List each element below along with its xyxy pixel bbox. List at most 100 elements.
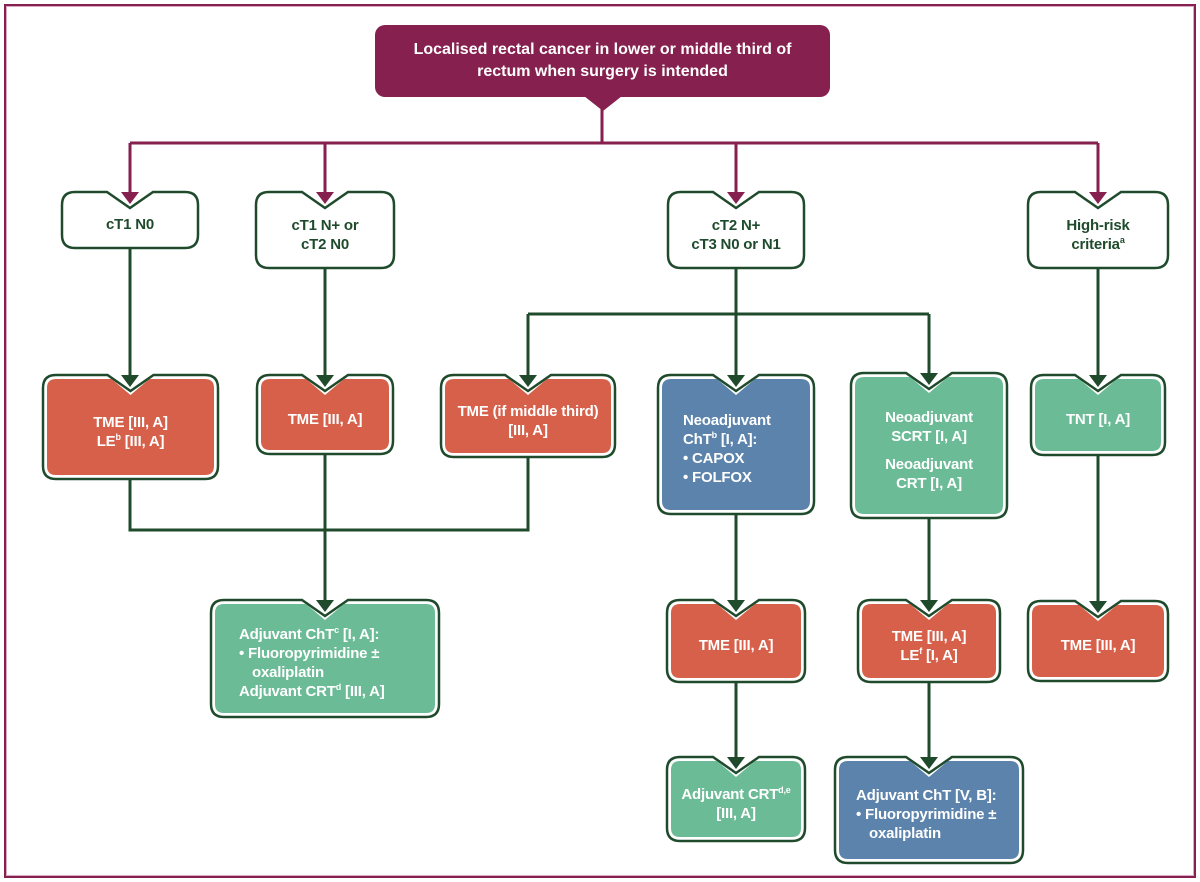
node-tme-1-box (255, 373, 395, 456)
node-line: [III, A] (508, 421, 548, 440)
title-box: Localised rectal cancer in lower or midd… (375, 25, 830, 97)
node-tme-le-label: TME [III, A]LEb [III, A] (48, 381, 213, 473)
node-adjuvant-crt-box (665, 755, 807, 843)
label-text: TME (if middle third) (457, 402, 599, 420)
label-text: cT2 N+ (711, 216, 761, 234)
footnote-marker: b (115, 431, 121, 442)
label-text: • FOLFOX (683, 469, 752, 486)
node-tme-le-2-box (856, 598, 1002, 684)
label-text: Neoadjuvant (885, 455, 973, 473)
node-tme-1-label: TME [III, A] (262, 381, 388, 448)
label-text: cT3 N0 or N1 (691, 235, 781, 253)
label-text: TNT [I, A] (1065, 411, 1131, 428)
label-text: High-risk (1066, 216, 1130, 234)
node-line: • Fluoropyrimidine ± (856, 805, 997, 824)
node-tme-le-box (41, 373, 220, 481)
label-text: TME [III, A] (287, 410, 363, 428)
label-text: criteria (1071, 235, 1120, 253)
node-line: • FOLFOX (683, 468, 752, 487)
node-neoadjuvant-scrt-crt-box (849, 371, 1009, 520)
node-line: LEb [III, A] (97, 432, 165, 451)
label-text: cT1 N+ or (291, 216, 359, 234)
node-line: SCRT [I, A] (891, 427, 967, 446)
label-text: • Fluoropyrimidine ± (239, 645, 380, 662)
node-line: TME [III, A] (93, 413, 168, 432)
label-text: ChT (683, 431, 712, 448)
label-text: Adjuvant ChT (239, 626, 335, 643)
node-line: CRT [I, A] (896, 474, 962, 493)
label-text: oxaliplatin (869, 825, 941, 842)
node-adjuvant-cht-2-label: Adjuvant ChT [V, B]:• Fluoropyrimidine ±… (840, 763, 1018, 857)
node-line: cT3 N0 or N1 (691, 235, 781, 254)
node-line: Neoadjuvant (885, 408, 973, 427)
label-text: cT2 N0 (301, 235, 349, 253)
node-adjuvant-cht-label: Adjuvant ChTc [I, A]:• Fluoropyrimidine … (216, 606, 434, 711)
label-text: [I, A]: (338, 626, 380, 643)
label-text: TME [III, A] (698, 637, 774, 654)
label-text: Neoadjuvant (683, 412, 771, 429)
node-line: oxaliplatin (252, 663, 324, 682)
node-line: TME [III, A] (892, 627, 967, 646)
node-tme-le-2-label: TME [III, A]LEf [I, A] (863, 606, 995, 676)
node-line: cT1 N+ or (292, 216, 359, 235)
node-adjuvant-cht-box (209, 598, 441, 719)
node-line: cT2 N+ (711, 216, 761, 235)
node-high-risk-box (1026, 190, 1170, 270)
connectors-maroon (121, 97, 1107, 204)
footnote-marker: d (335, 682, 342, 692)
label-text: [III, A] (508, 421, 548, 439)
footnote-marker: d,e (778, 784, 791, 795)
node-line: Neoadjuvant (683, 411, 771, 430)
node-neoadjuvant-cht-box (656, 373, 816, 516)
node-line: TME [III, A] (288, 410, 363, 429)
footnote-marker: b (711, 430, 718, 440)
label-text: Neoadjuvant (885, 408, 973, 426)
node-line: High-risk (1066, 216, 1129, 235)
node-line: oxaliplatin (869, 824, 941, 843)
node-line: Adjuvant CRTd [III, A] (239, 682, 385, 701)
label-text: [III, A] (120, 432, 165, 450)
label-text: LE (96, 432, 116, 450)
node-tme-middle-third-label: TME (if middle third)[III, A] (446, 381, 610, 451)
node-tme-2-label: TME [III, A] (672, 606, 800, 676)
label-text: Adjuvant CRT (239, 683, 336, 700)
node-ct2-nplus-ct3-box (666, 190, 806, 270)
node-tme-3-box (1026, 599, 1170, 683)
label-text: [I, A] (922, 646, 958, 664)
node-tnt-label: TNT [I, A] (1036, 381, 1160, 449)
node-tme-middle-third-box (439, 373, 617, 459)
footnote-marker: f (919, 645, 923, 656)
node-line: • CAPOX (683, 449, 745, 468)
label-text: SCRT [I, A] (891, 427, 967, 445)
node-line: TNT [I, A] (1066, 410, 1130, 429)
label-text: Adjuvant ChT [V, B]: (856, 787, 997, 804)
node-line: Adjuvant ChTc [I, A]: (239, 625, 379, 644)
node-line: Adjuvant CRTd,e (681, 785, 790, 804)
node-line: Neoadjuvant (885, 455, 973, 474)
node-ct1-n0-box (60, 190, 200, 250)
node-tme-3-label: TME [III, A] (1033, 607, 1163, 675)
label-text: [I, A]: (716, 431, 758, 448)
label-text: [III, A] (716, 804, 756, 822)
label-text: TME [III, A] (1060, 637, 1136, 654)
connectors-green (121, 248, 1107, 769)
label-text: TME [III, A] (93, 413, 168, 431)
label-text: LE (900, 646, 920, 664)
label-text: TME [III, A] (891, 627, 967, 645)
node-line: Adjuvant ChT [V, B]: (856, 786, 997, 805)
title-line-2: rectum when surgery is intended (477, 63, 728, 80)
node-adjuvant-cht-2-box (833, 755, 1025, 865)
node-line: ChTb [I, A]: (683, 430, 757, 449)
label-text: • CAPOX (683, 450, 745, 467)
node-ct1-nplus-ct2-n0-box (254, 190, 396, 270)
label-text: oxaliplatin (252, 664, 324, 681)
node-line: TME [III, A] (699, 636, 774, 655)
node-tme-2-box (665, 598, 807, 684)
footnote-marker: c (334, 625, 339, 635)
node-line: criteriaa (1071, 235, 1124, 254)
